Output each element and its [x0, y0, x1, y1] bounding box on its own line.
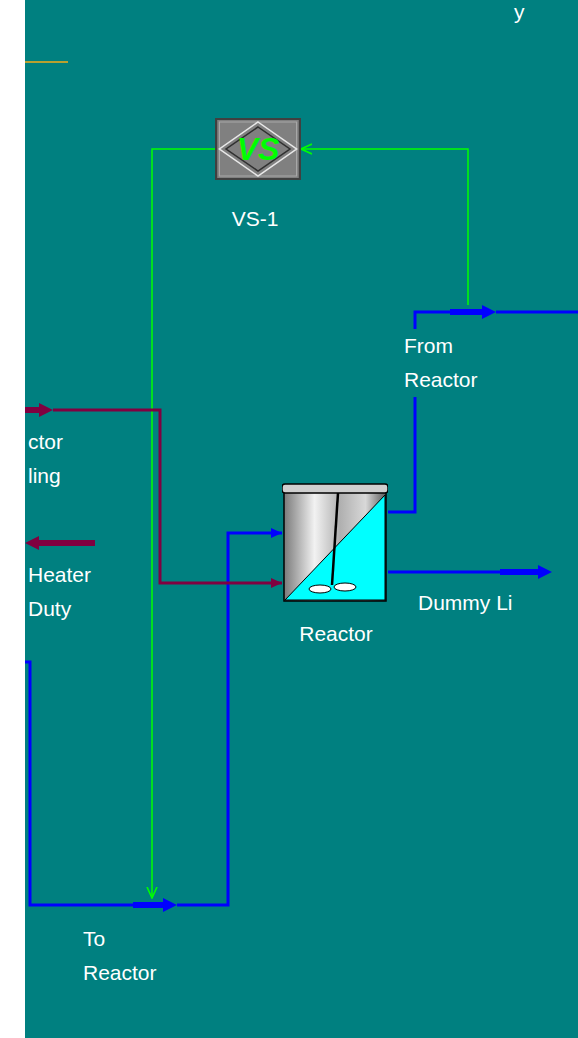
- slide-rule: [25, 61, 68, 63]
- material-stream: To Reactor: [133, 898, 177, 912]
- stream-label: To Reactor: [82, 922, 172, 990]
- stream-label: VS-1: [193, 202, 317, 236]
- stream-label: Dummy Li: [417, 586, 514, 620]
- flowsheet-panel: [25, 0, 578, 1038]
- energy-stream: ctor ling: [25, 403, 53, 417]
- signal-line: [301, 149, 468, 305]
- stream-icon: [133, 898, 177, 912]
- energy-icon: [25, 403, 53, 417]
- stream-label: Reactor: [260, 617, 412, 651]
- cropped-text: y: [514, 0, 525, 24]
- spreadsheet-block: VSVS-1: [215, 118, 301, 180]
- stream-line: [177, 533, 282, 905]
- cstr-reactor: Reactor: [282, 483, 388, 603]
- block-tag: VS: [215, 118, 301, 180]
- stream-label: ctor ling: [27, 425, 89, 493]
- stream-line: [388, 571, 500, 574]
- material-stream: From Reactor: [450, 305, 496, 319]
- stream-icon: [450, 305, 496, 319]
- feed-line: [25, 662, 133, 905]
- stream-icon: [500, 565, 552, 579]
- energy-stream: Heater Duty: [25, 536, 95, 550]
- reactor-icon: [282, 483, 388, 603]
- energyLeft-icon: [25, 536, 95, 550]
- stream-label: Heater Duty: [27, 558, 103, 626]
- material-stream: Dummy Li: [500, 565, 552, 579]
- product-line: [496, 311, 578, 314]
- stream-label: From Reactor: [403, 329, 493, 397]
